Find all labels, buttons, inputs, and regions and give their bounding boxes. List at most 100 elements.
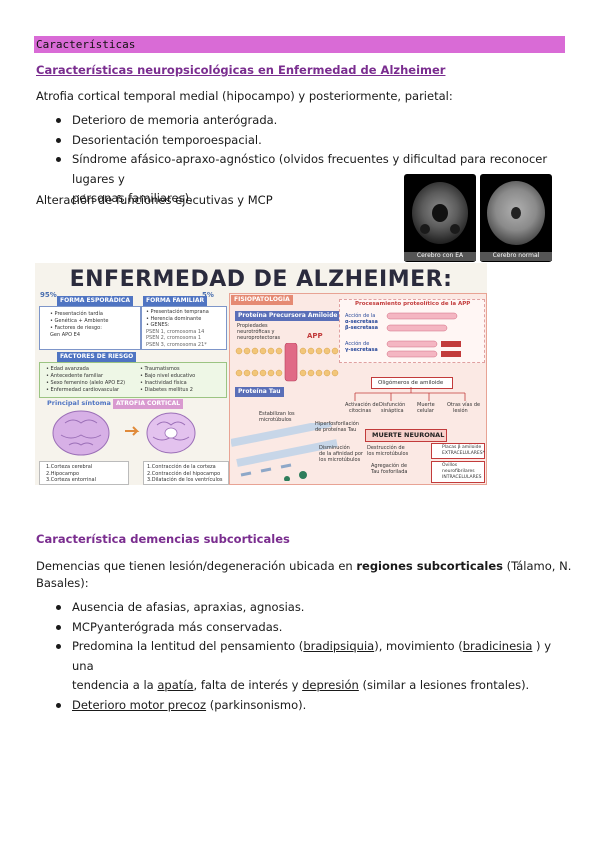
- list-item: Desorientación temporoespacial.: [36, 131, 564, 151]
- text: celular: [417, 408, 434, 414]
- text: neurotróficas y: [237, 329, 275, 335]
- text: , falta de interés y: [193, 678, 303, 692]
- text: • Bajo nivel educativo: [140, 373, 196, 379]
- heading-alzheimer-neuropsych: Características neuropsicológicas en Enf…: [36, 63, 446, 77]
- text: PSEN 3, cromosoma 21*: [146, 341, 207, 348]
- text: Agregación de: [371, 463, 408, 469]
- text: de proteínas Tau: [315, 427, 357, 433]
- text: INTRACELULARES: [442, 475, 482, 480]
- box-familiar: • Presentación temprana • Herencia domin…: [141, 306, 227, 350]
- box-muerte-neuronal: MUERTE NEURONAL: [365, 429, 447, 442]
- pct-familiar: 5%: [202, 291, 214, 299]
- text: Destrucción de: [367, 445, 405, 451]
- app-label: APP: [307, 332, 323, 340]
- list-item: Predomina la lentitud del pensamiento (b…: [36, 637, 564, 676]
- mri-caption-ea: Cerebro con EA: [404, 252, 476, 261]
- text: Muerte: [417, 402, 435, 408]
- text: EXTRACELULARES*: [442, 451, 485, 456]
- text-underline: apatía: [157, 678, 194, 692]
- text: β-secretasa: [345, 325, 378, 331]
- text: neurofibrilares: [442, 469, 475, 474]
- text: Oligómeros de amiloide: [378, 380, 444, 386]
- text: • Traumatismos: [140, 366, 180, 372]
- text: Disminución: [319, 445, 350, 451]
- tag-proteina-amiloide: Proteína Precursora Amiloide: [235, 311, 341, 321]
- app-cleavage-illustration: [386, 312, 461, 358]
- text: • Sexo femenino (alelo APO E2): [46, 380, 126, 386]
- subcortical-bullets: Ausencia de afasias, apraxias, agnosias.…: [36, 598, 564, 715]
- alzheimer-infographic: ENFERMEDAD DE ALZHEIMER: 95% 5% FORMA ES…: [35, 263, 487, 485]
- text: PSEN 1, cromosoma 14: [146, 328, 205, 335]
- mri-normal-image: [480, 174, 552, 262]
- text-underline: bradipsiquia: [303, 639, 375, 653]
- text: (Tálamo, N.: [502, 559, 572, 573]
- text: • Antecedente familiar: [46, 373, 104, 379]
- box-ovillos: Ovillos neurofibrilares INTRACELULARES: [431, 461, 485, 483]
- pct-esporadica: 95%: [40, 291, 57, 299]
- text: neuroprotectoras: [237, 335, 281, 341]
- list-item: Síndrome afásico-apraxo-agnóstico (olvid…: [36, 150, 564, 189]
- mri-alzheimer-image: [404, 174, 476, 262]
- text: los microtúbulos: [367, 451, 409, 457]
- text: Propiedades: [237, 323, 268, 329]
- alzheimer-bullets: Deterioro de memoria anterógrada. Desori…: [36, 111, 564, 209]
- tag-factores-riesgo: FACTORES DE RIESGO: [57, 352, 137, 362]
- text: • GENES:: [146, 322, 170, 328]
- mri-caption-normal: Cerebro normal: [480, 252, 552, 261]
- tag-forma-esporadica: FORMA ESPORÁDICA: [57, 296, 133, 306]
- funciones-ejecutivas-text: Alteración de funciones ejecutivas y MCP: [36, 193, 273, 207]
- text: • Diabetes mellitus 2: [140, 387, 193, 393]
- intro-subcorticales-cont: Basales):: [36, 576, 89, 590]
- text: • Presentación temprana: [146, 309, 209, 315]
- list-item: Ausencia de afasias, apraxias, agnosias.: [36, 598, 564, 618]
- text: ), movimiento (: [374, 639, 463, 653]
- text: 1.Contracción de la corteza: [147, 464, 216, 470]
- text: microtúbulos: [259, 417, 292, 423]
- text: Otras vías de: [447, 402, 481, 408]
- text-bold: regiones subcorticales: [356, 559, 503, 573]
- text: citocinas: [349, 408, 372, 414]
- box-oligomeros: Oligómeros de amiloide: [371, 377, 453, 389]
- text: • Genética + Ambiente: [50, 318, 109, 324]
- text: (similar a lesiones frontales).: [358, 678, 530, 692]
- text: • Factores de riesgo:: [50, 325, 102, 331]
- text: Estabilizan los: [259, 411, 295, 417]
- text: 1.Corteza cerebral: [46, 464, 93, 470]
- text-underline: Deterioro motor precoz: [72, 697, 207, 712]
- text: Disfunción: [379, 402, 406, 408]
- infographic-title: ENFERMEDAD DE ALZHEIMER:: [69, 267, 453, 292]
- text: PSEN 2, cromosoma 1: [146, 335, 202, 341]
- procesamiento-label: Procesamiento proteolítico de la APP: [355, 301, 471, 307]
- box-placas: Placas β amiloide EXTRACELULARES*: [431, 443, 485, 459]
- text: de la afinidad por: [319, 451, 363, 457]
- tag-fisiopatologia: FISIOPATOLOGÍA: [231, 295, 293, 305]
- text: Placas β amiloide: [442, 445, 482, 450]
- section-banner: Características: [34, 36, 565, 53]
- list-item: MCPyanterógrada más conservadas.: [36, 618, 564, 638]
- tag-proteina-tau: Proteína Tau: [235, 387, 284, 397]
- text: α-secretasa: [345, 319, 378, 325]
- text: Tau fosforilada: [371, 469, 408, 475]
- text: Acción de: [345, 341, 370, 347]
- text: • Enfermedad cardiovascular: [46, 387, 120, 393]
- text: Hiperfosforilación: [315, 421, 359, 427]
- box-atrofia-left: 1.Corteza cerebral 2.Hipocampo 3.Corteza…: [39, 461, 129, 485]
- arrows: [354, 387, 466, 401]
- text: ) y una: [72, 639, 551, 673]
- text: Activación de: [345, 402, 379, 408]
- box-atrofia-right: 1.Contracción de la corteza 2.Contracció…: [143, 461, 229, 485]
- text: 2.Contracción del hipocampo: [147, 470, 221, 477]
- text: • Edad avanzada: [46, 366, 89, 372]
- text: γ-secretasa: [345, 347, 378, 353]
- text: sináptica: [381, 408, 404, 414]
- text: 3.Dilatación de los ventrículos: [147, 477, 223, 483]
- text: 3.Corteza entorrinal: [46, 477, 96, 483]
- text: • Presentación tardía: [50, 311, 103, 317]
- text: los microtúbulos: [319, 457, 361, 463]
- tag-forma-familiar: FORMA FAMILIAR: [143, 296, 208, 306]
- intro-subcorticales: Demencias que tienen lesión/degeneración…: [36, 558, 571, 575]
- text: • Inactividad física: [140, 380, 187, 386]
- box-factores: • Edad avanzada • Antecedente familiar •…: [39, 362, 227, 398]
- intro-atrofia: Atrofia cortical temporal medial (hipoca…: [36, 89, 453, 103]
- list-item: Deterioro motor precoz (parkinsonismo).: [36, 696, 564, 716]
